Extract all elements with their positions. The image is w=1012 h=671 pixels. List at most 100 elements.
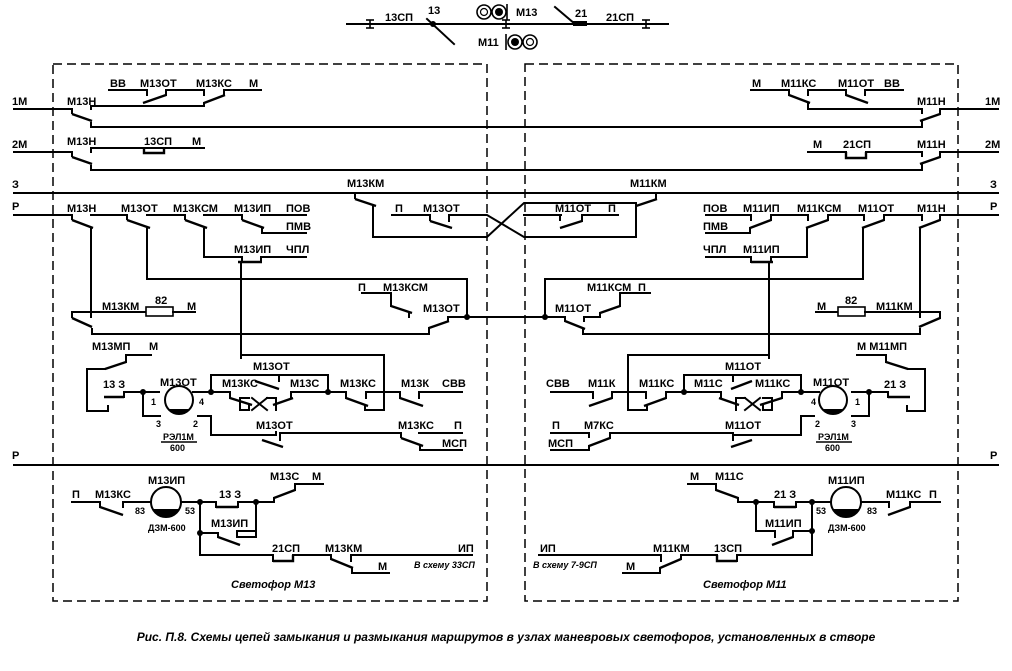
label: 13 З	[103, 379, 125, 391]
label: МСП	[442, 438, 467, 450]
label: 21 З	[884, 379, 906, 391]
bus-labels: 1М 1М 2М 2М З З Р Р Р Р	[12, 96, 1000, 462]
label: М13КМ	[102, 301, 139, 313]
label: МСП	[548, 438, 573, 450]
label: М11КС	[886, 489, 921, 501]
contact-21sp	[844, 152, 868, 160]
label: РЭЛ1М	[818, 432, 849, 442]
label: М7КС	[584, 420, 614, 432]
contact-m13n-1	[71, 112, 93, 123]
insulated-joint-icon	[502, 19, 510, 29]
label: М11ОТ	[813, 377, 849, 389]
label: ИП	[540, 543, 556, 555]
contact-m13ks-1	[203, 93, 226, 105]
label: М13КМ	[347, 178, 384, 190]
resistor-82-right	[837, 306, 866, 317]
bus-z-left: З	[12, 179, 19, 191]
section-13sp-label: 13СП	[385, 12, 413, 24]
signal-m13-title: Светофор М13	[231, 579, 315, 591]
signal-m13-label: М13	[516, 7, 537, 19]
label: П	[454, 420, 462, 432]
bus-2m-right: 2М	[985, 139, 1000, 151]
contact-m11km-7	[659, 557, 682, 570]
section-21sp-label: 21СП	[606, 12, 634, 24]
label: М	[149, 341, 158, 353]
label: 21СП	[843, 139, 871, 151]
label: 13СП	[714, 543, 742, 555]
contact-m11ip-7	[771, 535, 794, 547]
contact-m11ot-6	[730, 438, 753, 449]
insulated-joint-icon	[366, 19, 374, 29]
bus-r-right: Р	[990, 201, 997, 213]
label: ПОВ	[286, 203, 310, 215]
label: ПОВ	[703, 203, 727, 215]
contact-m13s-7	[273, 488, 296, 500]
label: М	[813, 139, 822, 151]
label: М13К	[401, 378, 429, 390]
label: 2	[815, 419, 820, 429]
label: М13ИП	[148, 475, 185, 487]
contact-m11ksm-4	[599, 304, 621, 315]
label: 53	[185, 506, 195, 516]
label: М13Н	[67, 96, 96, 108]
label: М13С	[290, 378, 319, 390]
label: 1	[151, 397, 156, 407]
label: М13ОТ	[423, 203, 460, 215]
label: М11КС	[781, 78, 816, 90]
label: 83	[135, 506, 145, 516]
label: М13ОТ	[121, 203, 158, 215]
label: М	[626, 561, 635, 573]
contact-m13ks-6	[400, 436, 424, 448]
label: М11ОТ	[725, 361, 761, 373]
label: В схему 7-9СП	[533, 560, 597, 570]
frame-signal-m13	[52, 63, 488, 602]
contact-m13mp	[104, 360, 127, 371]
label: М М11МП	[857, 341, 907, 353]
contact-m11n-1	[919, 112, 941, 123]
switch-21-icon	[553, 5, 587, 26]
label: М	[378, 561, 387, 573]
label: М11С	[715, 471, 744, 483]
label: 600	[170, 443, 185, 453]
label: ПМВ	[703, 221, 728, 233]
label: П	[608, 203, 616, 215]
label: П	[638, 282, 646, 294]
label: 2	[193, 419, 198, 429]
label: М11КС	[755, 378, 790, 390]
contact-m13ot-top	[254, 379, 280, 391]
contact-m11ks-7	[887, 505, 911, 517]
contact-13sp	[142, 148, 166, 155]
label: М13ОТ	[140, 78, 177, 90]
contact-m11ot-1	[845, 93, 869, 105]
label: М11КМ	[876, 301, 913, 313]
contact-m13ot-4	[428, 319, 450, 330]
label: ДЗМ-600	[828, 523, 866, 533]
label: М11КС	[639, 378, 674, 390]
label: 4	[811, 397, 816, 407]
contact-m13ksm-4	[390, 304, 413, 315]
label: М	[192, 136, 201, 148]
signal-m11-label: М11	[478, 37, 499, 49]
label: П	[395, 203, 403, 215]
contact-m13ot-cross	[429, 219, 453, 230]
label: П	[929, 489, 937, 501]
insulated-joint-icon	[642, 19, 650, 29]
label: М	[752, 78, 761, 90]
label: ИП	[458, 543, 474, 555]
label: М13С	[270, 471, 299, 483]
contact-m13km-7	[330, 557, 354, 570]
signal-m11-title: Светофор М11	[703, 579, 787, 591]
label: М11С	[694, 378, 723, 390]
label: ЧПЛ	[286, 244, 309, 256]
circuit-m13: ВВ М13ОТ М13КС М М13Н М13Н 13СП М М13Н	[13, 78, 999, 591]
label: М13КСМ	[383, 282, 428, 294]
label: М13ИП	[234, 203, 271, 215]
bus-r-left: Р	[12, 201, 19, 213]
track-plan: 13СП 21СП 13 21 М13 М11	[346, 4, 669, 50]
resistor-82	[145, 306, 174, 317]
label: М	[249, 78, 258, 90]
contact-m11ip-3	[749, 218, 772, 230]
label: М13ОТ	[423, 303, 460, 315]
bus-1m-right: 1М	[985, 96, 1000, 108]
contact-m13ks-2	[345, 396, 369, 408]
